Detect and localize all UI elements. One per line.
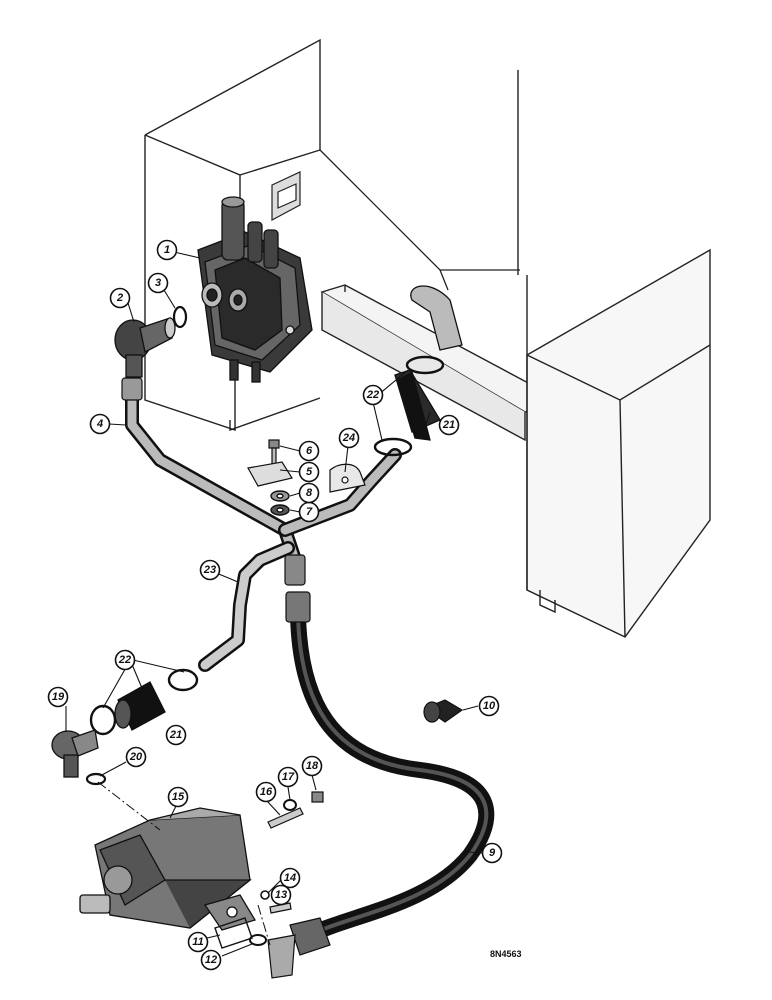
callout-17: 17 xyxy=(277,766,299,788)
callout-7: 7 xyxy=(298,501,320,523)
svg-text:20: 20 xyxy=(129,751,143,763)
callout-8: 8 xyxy=(298,482,320,504)
o-ring-12 xyxy=(249,934,267,946)
svg-text:9: 9 xyxy=(489,847,496,859)
washer-17 xyxy=(283,799,297,811)
callout-14: 14 xyxy=(279,867,301,889)
washers xyxy=(270,490,290,516)
steel-tube xyxy=(125,378,402,672)
svg-text:22: 22 xyxy=(118,654,131,666)
callout-4: 4 xyxy=(89,413,111,435)
spacer xyxy=(247,461,293,487)
tube-fitting xyxy=(121,377,306,586)
callout-16: 16 xyxy=(255,781,277,803)
svg-text:2: 2 xyxy=(116,292,123,304)
svg-text:22: 22 xyxy=(366,389,379,401)
bolt xyxy=(268,439,280,467)
hose-ends xyxy=(267,591,331,979)
callout-20: 20 xyxy=(125,746,147,768)
svg-text:24: 24 xyxy=(342,432,355,444)
callout-22-upper: 22 xyxy=(362,384,384,406)
svg-text:10: 10 xyxy=(483,700,496,712)
svg-text:16: 16 xyxy=(260,786,273,798)
callout-5: 5 xyxy=(298,461,320,483)
callout-13: 13 xyxy=(270,884,292,906)
callout-18: 18 xyxy=(301,755,323,777)
svg-text:1: 1 xyxy=(164,244,170,256)
callout-19: 19 xyxy=(47,686,69,708)
svg-text:4: 4 xyxy=(96,418,103,430)
callout-10: 10 xyxy=(478,695,500,717)
reference-code: 8N4563 xyxy=(490,949,522,959)
svg-text:8: 8 xyxy=(306,487,313,499)
callout-24: 24 xyxy=(338,427,360,449)
svg-text:5: 5 xyxy=(306,466,313,478)
hinge-plate xyxy=(271,171,301,222)
leader-lines xyxy=(65,251,483,957)
svg-text:7: 7 xyxy=(306,506,313,518)
o-ring xyxy=(172,305,188,329)
callout-11: 11 xyxy=(187,931,209,953)
svg-text:19: 19 xyxy=(52,691,65,703)
callout-2: 2 xyxy=(109,287,131,309)
callout-1: 1 xyxy=(156,239,178,261)
callout-23: 23 xyxy=(199,559,221,581)
center-lines xyxy=(97,781,271,946)
clamp-bracket xyxy=(329,463,366,493)
svg-text:18: 18 xyxy=(306,760,319,772)
svg-text:11: 11 xyxy=(192,936,203,948)
hose-cap xyxy=(423,699,464,723)
svg-text:14: 14 xyxy=(284,872,296,884)
stud xyxy=(267,807,304,829)
elbow-fitting-lower xyxy=(51,729,99,778)
elbow-fitting xyxy=(114,317,176,378)
svg-text:3: 3 xyxy=(155,277,161,289)
o-ring-lower xyxy=(85,772,107,786)
callout-12: 12 xyxy=(200,949,222,971)
flexible-hose xyxy=(290,607,495,943)
callout-3: 3 xyxy=(147,272,169,294)
callout-15: 15 xyxy=(167,786,189,808)
callout-22-lower: 22 xyxy=(114,649,136,671)
gasket xyxy=(214,917,253,949)
callout-21-upper: 21 xyxy=(438,414,460,436)
nut-18 xyxy=(311,791,324,803)
svg-text:21: 21 xyxy=(169,729,182,741)
svg-text:6: 6 xyxy=(306,445,313,457)
svg-text:15: 15 xyxy=(172,791,185,803)
control-valve xyxy=(197,196,313,383)
hydraulic-pump xyxy=(79,807,256,931)
lower-hose xyxy=(89,668,199,736)
svg-text:12: 12 xyxy=(205,954,217,966)
machine-body-mid xyxy=(319,149,520,291)
callout-21-lower: 21 xyxy=(165,724,187,746)
callout-6: 6 xyxy=(298,440,320,462)
washer-14 xyxy=(260,890,270,900)
machine-body-right xyxy=(526,248,711,638)
svg-text:21: 21 xyxy=(442,419,455,431)
svg-text:23: 23 xyxy=(203,564,216,576)
svg-text:13: 13 xyxy=(275,889,287,901)
svg-text:17: 17 xyxy=(282,771,295,783)
callout-9: 9 xyxy=(481,842,503,864)
